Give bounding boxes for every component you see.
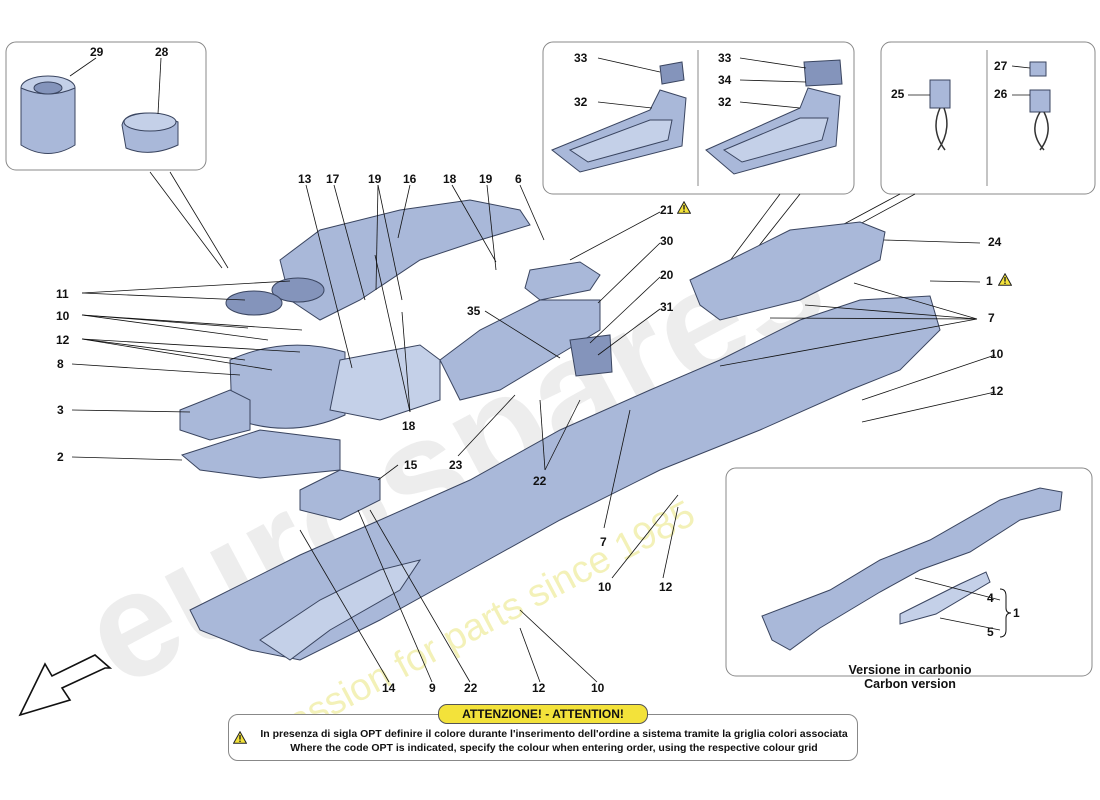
label: 18: [402, 419, 416, 433]
label: 25: [891, 87, 905, 101]
label: 13: [298, 172, 312, 186]
label: 34: [718, 73, 732, 87]
label: 1: [986, 274, 993, 288]
console-assembly: [179, 199, 941, 661]
label: 35: [467, 304, 481, 318]
label: 29: [90, 45, 104, 59]
label: 12: [990, 384, 1004, 398]
label: 5: [987, 625, 994, 639]
label: 18: [443, 172, 457, 186]
label: 23: [449, 458, 463, 472]
label: 30: [660, 234, 674, 248]
label: 17: [326, 172, 340, 186]
carbon-caption-en: Carbon version: [864, 677, 956, 691]
notice-text-en: Where the code OPT is indicated, specify…: [290, 742, 818, 754]
notice-title: ATTENZIONE! - ATTENTION!: [438, 704, 648, 724]
label: 22: [464, 681, 478, 695]
label: 32: [718, 95, 732, 109]
label: 31: [660, 300, 674, 314]
label: 7: [988, 311, 995, 325]
label: 4: [987, 591, 994, 605]
label: 11: [56, 287, 69, 301]
label: 1: [1013, 606, 1020, 620]
label: 12: [532, 681, 546, 695]
warning-icon: [233, 731, 247, 744]
label: 3: [57, 403, 64, 417]
label: 24: [988, 235, 1002, 249]
label: 19: [368, 172, 382, 186]
label: 10: [598, 580, 612, 594]
label: 27: [994, 59, 1008, 73]
label: 26: [994, 87, 1008, 101]
label: 32: [574, 95, 588, 109]
label: 9: [429, 681, 436, 695]
label: 10: [56, 309, 70, 323]
label: 33: [718, 51, 732, 65]
label: 6: [515, 172, 522, 186]
warning-icon: [677, 201, 691, 214]
label: 20: [660, 268, 674, 282]
label: 21: [660, 203, 674, 217]
label: 28: [155, 45, 169, 59]
label: 22: [533, 474, 547, 488]
warning-icon: [998, 273, 1012, 286]
notice-text-it: In presenza di sigla OPT definire il col…: [260, 728, 848, 740]
label: 12: [659, 580, 673, 594]
label: 33: [574, 51, 588, 65]
label: 12: [56, 333, 70, 347]
label: 16: [403, 172, 417, 186]
label: 8: [57, 357, 64, 371]
inset-switches: 33 32 33 34 32: [542, 41, 855, 306]
label: 14: [382, 681, 396, 695]
label: 2: [57, 450, 64, 464]
inset-carbon: 4 5 1 Versione in carbonio Carbon versio…: [725, 467, 1093, 691]
leader-lines: [18, 184, 996, 717]
carbon-caption-it: Versione in carbonio: [849, 663, 972, 677]
label: 10: [990, 347, 1004, 361]
part-labels: 13 17 19 16 18 19 6 21 30 20 35 31 24 1 …: [56, 172, 1012, 695]
label: 15: [404, 458, 418, 472]
label: 7: [600, 535, 607, 549]
label: 19: [479, 172, 493, 186]
inset-sockets: 27 25 26: [761, 41, 1096, 275]
label: 10: [591, 681, 605, 695]
inset-caps: 29 28: [5, 41, 229, 269]
